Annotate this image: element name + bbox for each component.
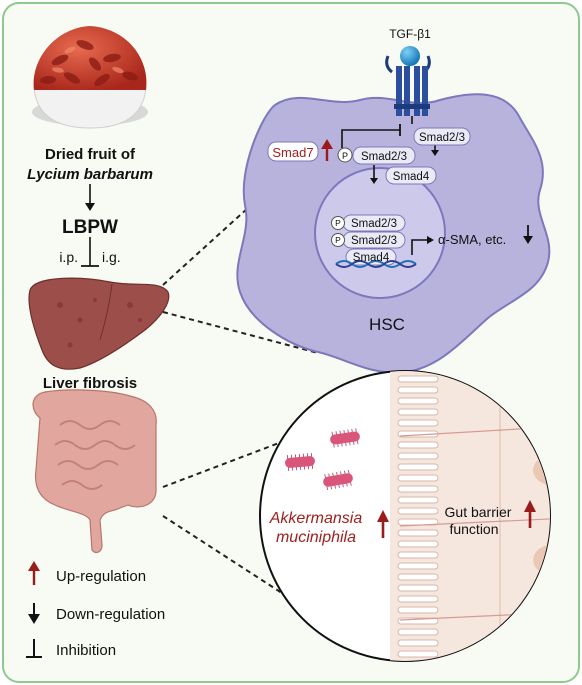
villus [397,595,439,603]
legend-up-arrow-icon [28,561,40,585]
up-arrow-akkermansia [377,510,389,538]
fruit-caption-line1: Dried fruit of [45,146,136,163]
smad7-box [267,141,319,162]
villus [397,496,439,504]
tgf-beta1-ligand [400,46,420,66]
villus [397,573,439,581]
villus [397,529,439,537]
arrowhead-smad [431,150,439,156]
villus [397,397,439,405]
phospho-2: P [335,218,341,228]
villus [397,463,439,471]
dna-icon [335,260,417,268]
route-ig-label: i.g. [102,249,121,265]
villus [397,628,439,636]
nuc-smad23-a-label: Smad2/3 [351,218,397,230]
target-genes-label: α-SMA, etc. [438,232,506,247]
arrowhead-gene [427,236,434,244]
liver-icon [28,277,170,370]
smad23-receptor-label: Smad2/3 [419,132,465,144]
p-smad23-label: Smad2/3 [361,151,407,163]
gut-barrier-line2: function [449,521,498,537]
down-arrow-asma [523,225,533,244]
up-arrow-smad7 [321,139,333,161]
gut-barrier-line1: Gut barrier [445,504,512,520]
legend-up-label: Up-regulation [56,568,146,585]
villus [397,551,439,559]
villus [397,562,439,570]
smad-boxes [342,127,471,266]
nuc-smad4-label: Smad4 [353,252,390,264]
villus [397,375,439,383]
villus [397,540,439,548]
up-arrow-gut-barrier [524,500,536,528]
villus [397,650,439,658]
phospho-1: P [342,151,348,161]
goji-berry-bowl-icon [32,26,148,129]
hsc-label: HSC [369,315,405,334]
villus [397,639,439,647]
villus [397,584,439,592]
receptor-icon [385,55,431,116]
villus [397,408,439,416]
down-arrow-fruit-to-lbpw [85,184,95,211]
villus [397,507,439,515]
intestine-icon [32,389,157,554]
villus [397,474,439,482]
bacterium-icon [330,428,360,448]
bacteria-group [285,428,360,491]
legend-inhibit-label: Inhibition [56,642,116,659]
fruit-caption-line2: Lycium barbarum [27,166,153,183]
villus [397,386,439,394]
bacterium-icon [285,452,315,472]
villi-layer [390,371,550,661]
villus [397,452,439,460]
compound-label: LBPW [62,217,118,238]
phospho-3: P [335,235,341,245]
legend-down-label: Down-regulation [56,606,165,623]
villus [397,419,439,427]
bacterium-icon [323,469,353,491]
villus [397,441,439,449]
phospho-circles [331,147,353,247]
nuc-smad23-b-label: Smad2/3 [351,235,397,247]
route-ip-label: i.p. [59,249,78,265]
villus [397,606,439,614]
legend-inhibition-icon [26,639,42,658]
akkermansia-line2: muciniphila [276,529,356,546]
legend-down-arrow-icon [28,603,40,624]
tgf-beta1-label: TGF-β1 [389,27,431,41]
liver-fibrosis-label: Liver fibrosis [43,375,137,392]
villus [397,485,439,493]
smad7-label: Smad7 [272,145,313,160]
smad4-label: Smad4 [393,171,430,183]
akkermansia-line1: Akkermansia [269,510,363,527]
arrowhead-smad4 [370,178,378,184]
inhibition-symbol-lbpw [81,237,99,267]
